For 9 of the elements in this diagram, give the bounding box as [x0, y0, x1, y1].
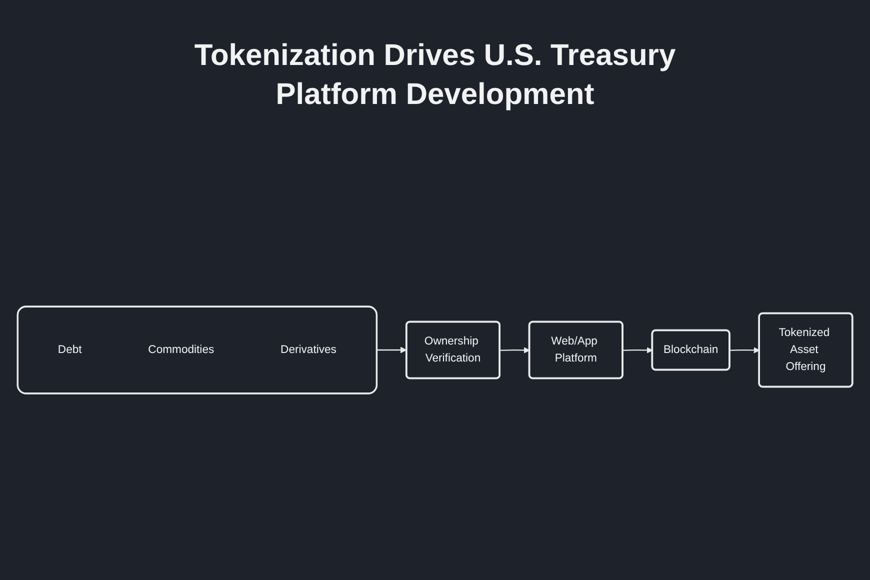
- diagram-title: Tokenization Drives U.S. Treasury Platform Development: [193, 38, 677, 113]
- node-text: Debt: [58, 344, 82, 356]
- arrow: [622, 347, 653, 354]
- node-text: Commodities: [148, 344, 214, 356]
- node-text: Derivatives: [280, 344, 336, 356]
- arrow: [376, 346, 407, 354]
- cluster: [16, 306, 378, 394]
- arrow: [500, 347, 530, 354]
- arrow: [730, 347, 760, 354]
